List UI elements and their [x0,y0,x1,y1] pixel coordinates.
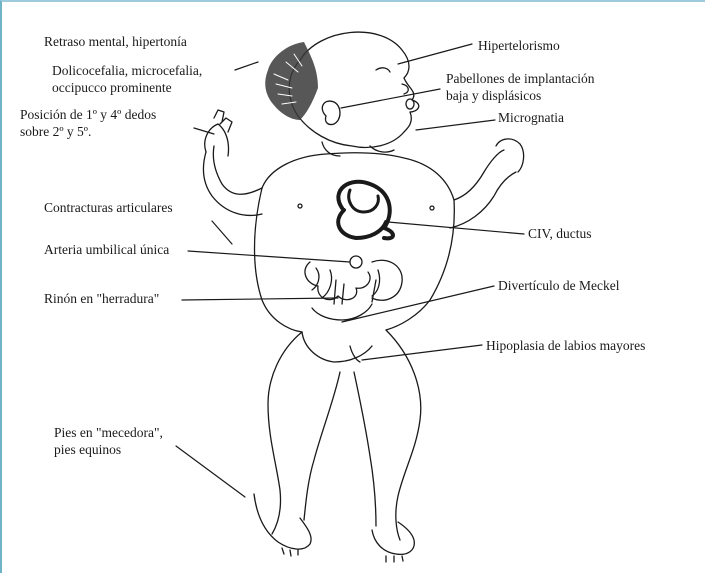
label-rinon: Rinón en "herradura" [44,291,159,307]
label-pies-line1: Pies en "mecedora", [54,425,163,441]
infant-legs [254,330,421,562]
label-meckel: Divertículo de Meckel [498,278,619,294]
label-civ: CIV, ductus [528,226,592,242]
infant-head [265,32,419,156]
label-posicion-line2: sobre 2º y 5º. [20,124,91,140]
label-hipertelorismo: Hipertelorismo [478,38,560,54]
label-arteria: Arteria umbilical única [44,242,169,258]
leader-lines [176,44,524,497]
label-pabellones-line2: baja y displásicos [446,88,541,104]
label-pies-line2: pies equinos [54,442,121,458]
label-retraso: Retraso mental, hipertonía [44,34,187,50]
label-dolicocefalia-line1: Dolicocefalia, microcefalia, [52,63,202,79]
infant-torso [255,153,455,332]
heart-sketch [338,182,393,239]
label-pabellones-line1: Pabellones de implantación [446,71,594,87]
label-hipoplasia: Hipoplasia de labios mayores [486,338,645,354]
label-micrognatia: Micrognatia [498,110,564,126]
infant-arms [204,110,524,228]
label-posicion-line1: Posición de 1º y 4º dedos [20,107,156,123]
label-dolicocefalia-line2: occipucco prominente [52,80,172,96]
abdomen-organs [305,256,402,320]
label-contracturas: Contracturas articulares [44,200,173,216]
